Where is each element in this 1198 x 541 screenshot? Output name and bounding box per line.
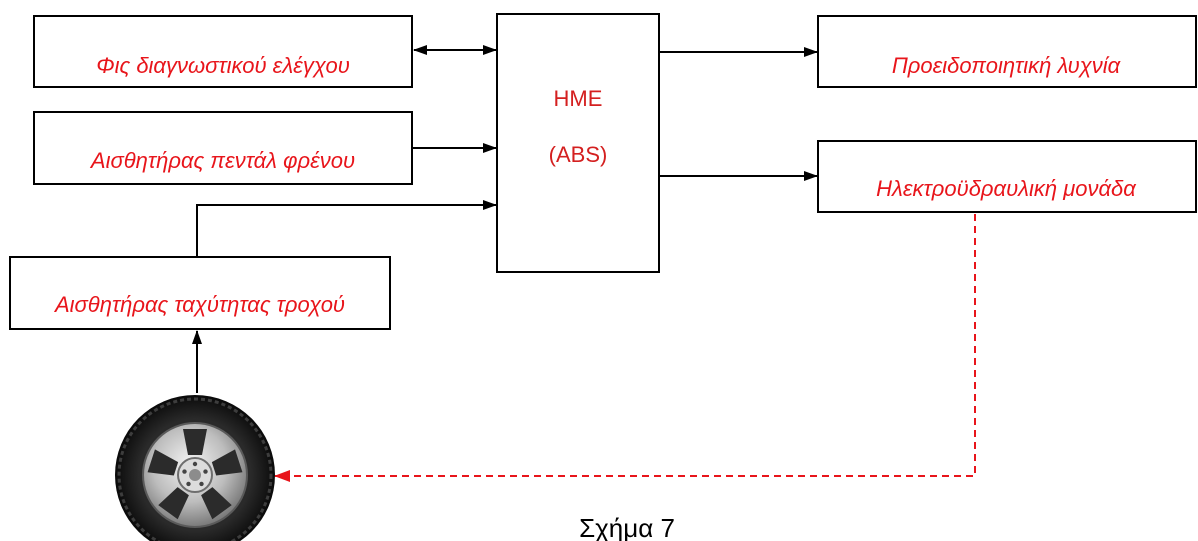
brake-pedal-sensor-box: Αισθητήρας πεντάλ φρένου (34, 112, 412, 184)
warning-lamp-box: Προειδοποιητική λυχνία (818, 16, 1196, 87)
wheel-speed-sensor-label: Αισθητήρας ταχύτητας τροχού (53, 292, 345, 317)
wheel-speed-sensor-box: Αισθητήρας ταχύτητας τροχού (10, 257, 390, 329)
diagnostic-plug-label: Φις διαγνωστικού ελέγχου (96, 53, 350, 78)
wheel-sensor-ecu-arrow (197, 205, 496, 257)
figure-caption: Σχήμα 7 (579, 513, 675, 541)
diagnostic-plug-box: Φις διαγνωστικού ελέγχου (34, 16, 412, 87)
ecu-label-line1: ΗΜΕ (554, 86, 603, 111)
ecu-label-line2: (ABS) (549, 142, 608, 167)
warning-lamp-label: Προειδοποιητική λυχνία (892, 53, 1122, 78)
brake-pedal-sensor-label: Αισθητήρας πεντάλ φρένου (89, 148, 355, 173)
hydraulic-unit-box: Ηλεκτροϋδραυλική μονάδα (818, 141, 1196, 212)
ecu-box: ΗΜΕ (ABS) (497, 14, 659, 272)
tire-wheel-icon (115, 395, 275, 541)
hydraulic-unit-label: Ηλεκτροϋδραυλική μονάδα (876, 176, 1137, 201)
